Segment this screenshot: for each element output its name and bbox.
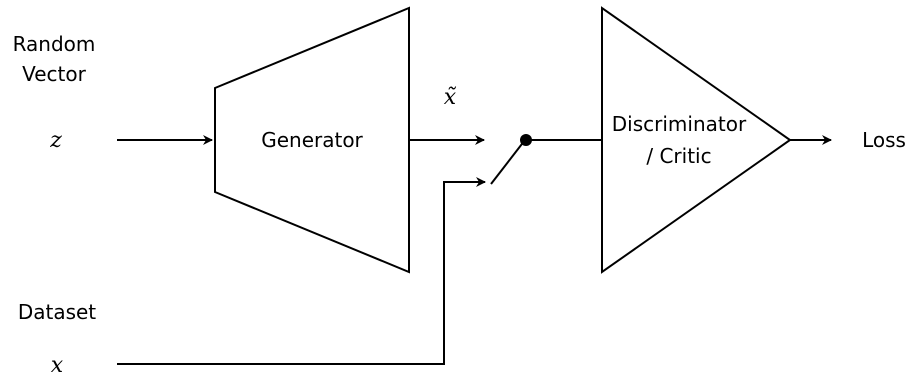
discriminator-block <box>601 6 792 274</box>
x-symbol: x <box>51 353 64 373</box>
switch-lever <box>490 139 526 185</box>
generator-label: Generator <box>261 128 363 152</box>
loss-label: Loss <box>862 128 906 152</box>
dataset-label: Dataset <box>18 300 96 324</box>
random-vector-label-line1: Random <box>13 32 96 56</box>
discriminator-label-line2: / Critic <box>646 144 711 168</box>
generator-block <box>214 6 410 274</box>
z-symbol: z <box>49 128 62 153</box>
random-vector-label-line2: Vector <box>22 62 87 86</box>
discriminator-label-line1: Discriminator <box>612 112 747 136</box>
x-tilde-symbol: x̃ <box>444 85 457 110</box>
dataset-path <box>117 181 484 365</box>
